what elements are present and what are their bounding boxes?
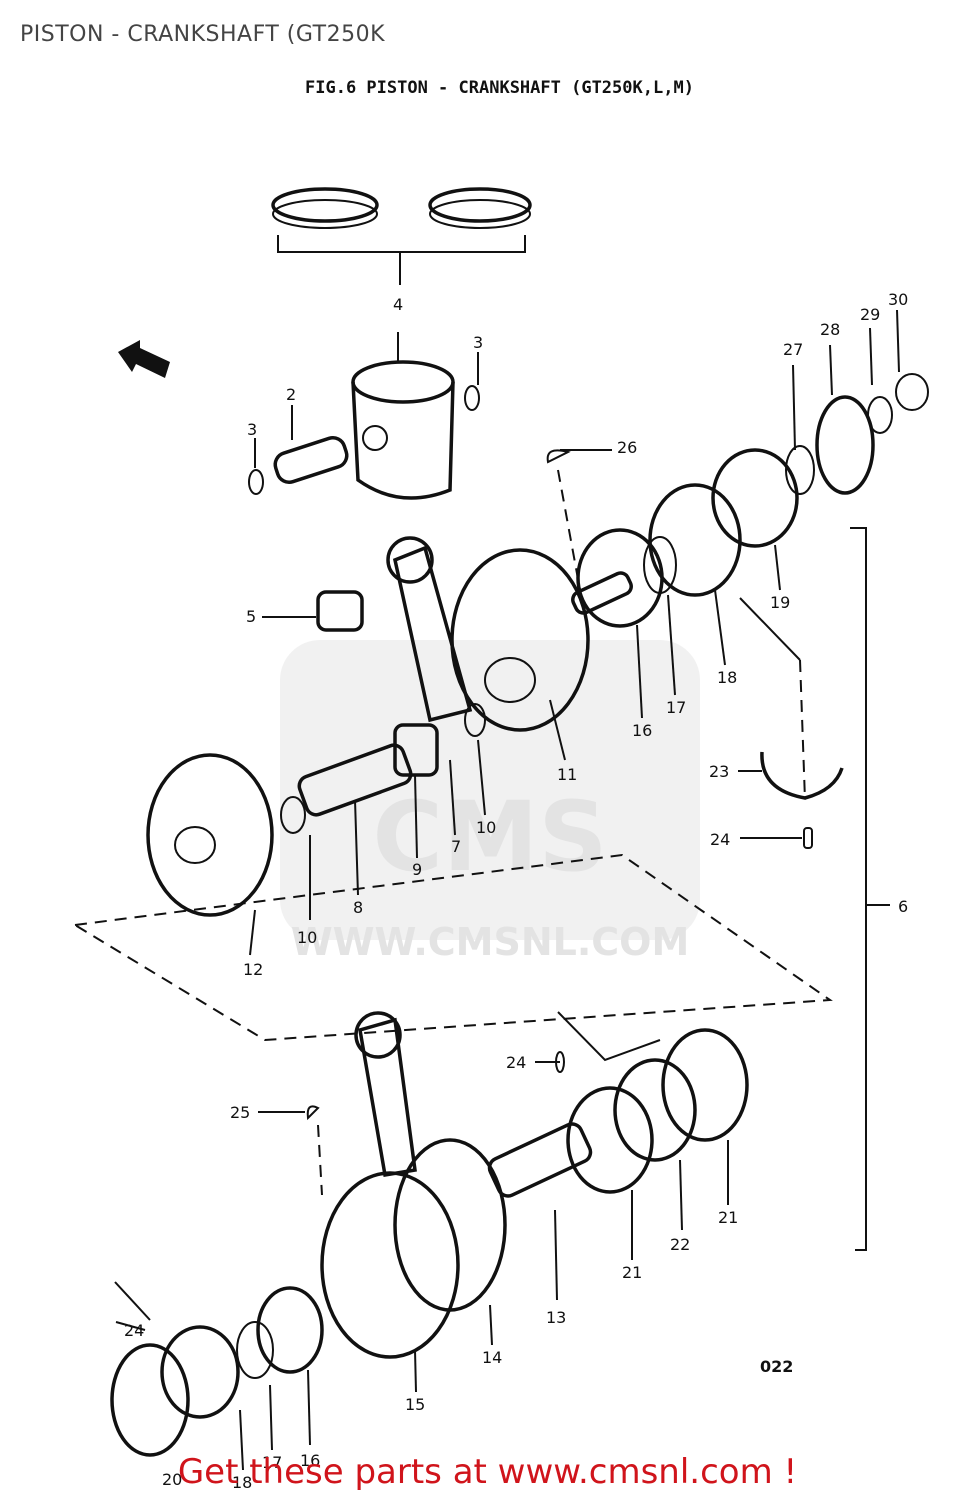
part-label-21: 21: [718, 1208, 738, 1227]
assembly-box: [72, 853, 833, 1042]
part-label-25: 25: [230, 1103, 250, 1122]
watermark-url: WWW.CMSNL.COM: [291, 920, 690, 964]
part-label-24: 24: [506, 1053, 526, 1072]
arrow-icon: [118, 340, 170, 378]
footer-shop-link[interactable]: Get these parts at www.cmsnl.com !: [177, 1452, 798, 1492]
part-label-3: 3: [247, 420, 257, 439]
part-label-17: 17: [666, 698, 686, 717]
part-label-15: 15: [405, 1395, 425, 1414]
piston-pin: [248, 352, 480, 495]
part-label-10: 10: [476, 818, 496, 837]
part-label-23: 23: [709, 762, 729, 781]
part-label-20: 20: [162, 1470, 182, 1489]
part-label-28: 28: [820, 320, 840, 339]
lower-crankshaft: [110, 1011, 749, 1457]
part-label-30: 30: [888, 290, 908, 309]
part-label-8: 8: [353, 898, 363, 917]
part-label-3: 3: [473, 333, 483, 352]
part-label-21: 21: [622, 1263, 642, 1282]
watermark-logo-text: CMS: [372, 781, 607, 893]
part-label-10: 10: [297, 928, 317, 947]
part-label-19: 19: [770, 593, 790, 612]
part-label-2: 2: [286, 385, 296, 404]
part-label-27: 27: [783, 340, 803, 359]
key-parts: [738, 751, 844, 849]
part-label-24: 24: [124, 1321, 144, 1340]
part-label-11: 11: [557, 765, 577, 784]
part-label-18: 18: [717, 668, 737, 687]
part-label-16: 16: [300, 1451, 320, 1470]
leader-lines-upper: [249, 309, 900, 956]
figure-title: FIG.6 PISTON - CRANKSHAFT (GT250K,L,M): [305, 78, 694, 98]
part-label-7: 7: [451, 837, 461, 856]
page-title: PISTON - CRANKSHAFT (GT250K: [20, 22, 386, 47]
piston-rings: [271, 187, 532, 285]
assembly-bracket: [850, 527, 890, 1251]
part-label-4: 4: [393, 295, 403, 314]
part-label-29: 29: [860, 305, 880, 324]
part-label-17: 17: [262, 1453, 282, 1472]
watermark-logo: CMS WWW.CMSNL.COM: [280, 640, 700, 964]
upper-crankshaft: [146, 373, 929, 917]
part-label-13: 13: [546, 1308, 566, 1327]
part-label-26: 26: [617, 438, 637, 457]
part-label-9: 9: [412, 860, 422, 879]
part-label-22: 22: [670, 1235, 690, 1254]
part-label-5: 5: [246, 607, 256, 626]
part-label-18: 18: [232, 1473, 252, 1492]
piston: [351, 332, 455, 500]
page-code: 022: [760, 1357, 793, 1376]
leader-lines-lower: [239, 1140, 729, 1471]
part-label-14: 14: [482, 1348, 502, 1367]
part-label-12: 12: [243, 960, 263, 979]
part-labels: 2 3 3 4 5 6 7 8 9 10 10 11 12 13 14 15 1…: [124, 290, 908, 1492]
part-label-16: 16: [632, 721, 652, 740]
needle-bearing: [262, 590, 364, 632]
part-label-6: 6: [898, 897, 908, 916]
part-label-24: 24: [710, 830, 730, 849]
